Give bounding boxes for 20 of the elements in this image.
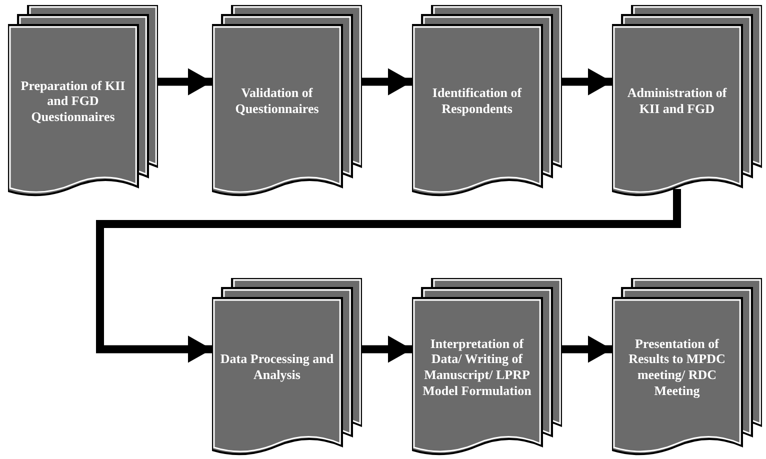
step-label: Data Processing and Analysis	[220, 351, 334, 383]
arrow	[562, 336, 612, 363]
step-label: Interpretation of Data/ Writing of Manuscript/ LPRP Model Formulation	[422, 336, 532, 398]
document-stack	[212, 5, 362, 197]
step-label: Presentation of Results to MPDC meeting/ RDC Meeting	[628, 336, 726, 398]
step-label: Validation of Questionnaires	[234, 85, 320, 117]
document-stack	[412, 5, 562, 197]
document-stack	[612, 278, 762, 456]
step-label: Identification of Respondents	[431, 85, 523, 117]
step-label: Preparation of KII and FGD Questionnaires	[20, 78, 126, 124]
document-stack	[212, 278, 362, 456]
document-stack	[412, 278, 562, 456]
step-label: Administration of KII and FGD	[626, 85, 728, 117]
arrow	[562, 68, 612, 96]
arrow	[96, 189, 681, 363]
arrow	[362, 336, 412, 363]
document-stack	[8, 5, 158, 197]
arrow	[158, 68, 212, 96]
document-stack	[612, 5, 762, 197]
arrow	[362, 68, 412, 96]
